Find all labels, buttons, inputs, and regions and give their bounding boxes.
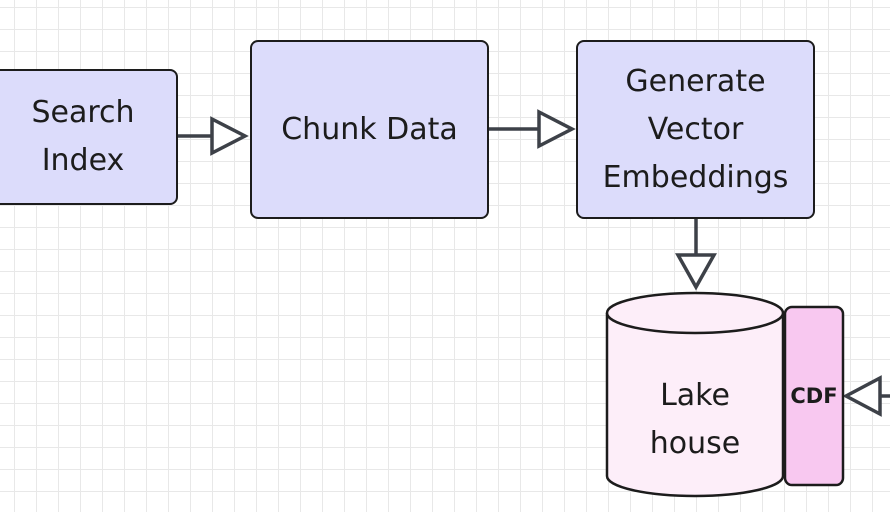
- cdf-box[interactable]: [783, 305, 845, 487]
- lakehouse-label: Lake house: [649, 378, 741, 461]
- cdf-label: CDF: [790, 384, 838, 408]
- arrow-chunk-to-embeddings: [488, 109, 576, 149]
- search-index-label: Search Index: [31, 95, 135, 178]
- search-index-node[interactable]: Search Index: [0, 69, 178, 205]
- lakehouse-cylinder[interactable]: [605, 291, 785, 498]
- arrow-embeddings-to-lakehouse: [675, 219, 717, 291]
- generate-embeddings-node[interactable]: Generate Vector Embeddings: [576, 40, 815, 219]
- arrow-into-cdf: [842, 375, 890, 417]
- arrow-search-to-chunk: [178, 116, 249, 156]
- chunk-data-label: Chunk Data: [281, 111, 458, 147]
- chunk-data-node[interactable]: Chunk Data: [250, 40, 489, 219]
- generate-embeddings-label: Generate Vector Embeddings: [602, 63, 789, 195]
